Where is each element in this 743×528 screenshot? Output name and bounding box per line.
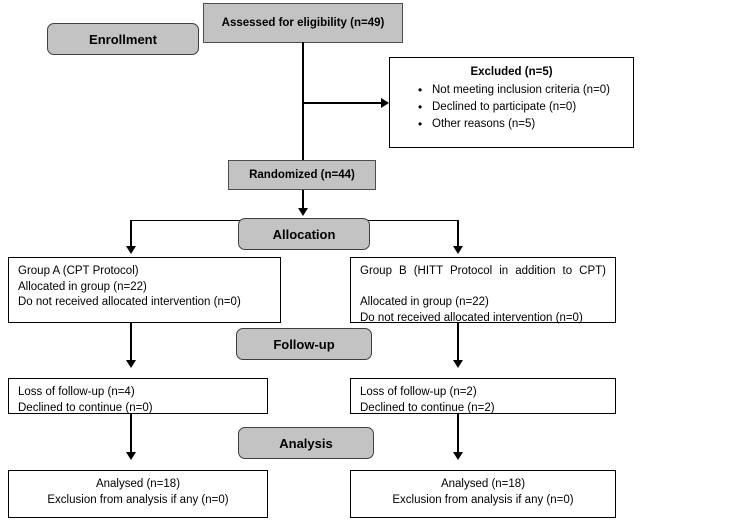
list-item: Declined to participate (n=0): [418, 99, 627, 116]
connector-randomized-down: [302, 190, 304, 212]
stage-enrollment-text: Enrollment: [89, 31, 157, 47]
node-assessed-for-eligibility: Assessed for eligibility (n=49): [203, 3, 403, 43]
group-b-analysis-line1: Analysed (n=18): [440, 478, 526, 490]
node-excluded-header: Excluded (n=5): [470, 66, 553, 78]
group-a-followup-line1: Loss of follow-up (n=4): [18, 386, 135, 398]
node-assessed-label: Assessed for eligibility (n=49): [221, 17, 385, 29]
node-group-b-followup: Loss of follow-up (n=2) Declined to cont…: [350, 378, 616, 414]
arrow-down-group-b-alloc: [453, 246, 463, 254]
group-a-analysis-line2: Exclusion from analysis if any (n=0): [47, 493, 229, 506]
arrow-down-group-b-followup: [453, 360, 463, 368]
group-a-alloc-line2: Allocated in group (n=22): [18, 280, 147, 293]
connector-group-a-alloc-to-followup: [130, 323, 132, 361]
arrow-down-group-a-analysis: [126, 452, 136, 460]
group-b-alloc-line2: Allocated in group (n=22): [360, 296, 489, 308]
allocation-right-drop: [457, 220, 459, 248]
group-b-followup-line1: Loss of follow-up (n=2): [360, 386, 477, 398]
arrow-down-allocation: [298, 208, 308, 216]
connector-assessed-to-randomized: [302, 42, 304, 160]
arrow-down-group-b-analysis: [453, 452, 463, 460]
node-group-a-analysis: Analysed (n=18) Exclusion from analysis …: [8, 470, 268, 518]
connector-to-excluded: [302, 102, 384, 104]
node-group-a-followup: Loss of follow-up (n=4) Declined to cont…: [8, 378, 268, 414]
arrow-down-group-a-alloc: [126, 246, 136, 254]
group-b-followup-line2: Declined to continue (n=2): [360, 401, 495, 414]
allocation-left-drop: [130, 220, 132, 248]
stage-analysis-text: Analysis: [279, 435, 333, 451]
group-a-analysis-line1: Analysed (n=18): [95, 478, 181, 490]
node-group-a-allocation: Group A (CPT Protocol) Allocated in grou…: [8, 257, 281, 323]
group-b-analysis-line2: Exclusion from analysis if any (n=0): [392, 493, 574, 506]
list-item: Not meeting inclusion criteria (n=0): [418, 82, 627, 99]
connector-group-b-alloc-to-followup: [457, 323, 459, 361]
node-randomized-label: Randomized (n=44): [249, 169, 355, 181]
group-b-alloc-line1: Group B (HITT Protocol in addition to CP…: [360, 265, 606, 277]
node-excluded: Excluded (n=5) Not meeting inclusion cri…: [389, 57, 634, 148]
group-a-alloc-line1: Group A (CPT Protocol): [18, 265, 139, 277]
stage-label-analysis: Analysis: [238, 427, 374, 459]
list-item: Other reasons (n=5): [418, 116, 627, 133]
node-group-b-allocation: Group B (HITT Protocol in addition to CP…: [350, 257, 616, 324]
stage-label-allocation: Allocation: [238, 218, 370, 250]
group-a-followup-line2: Declined to continue (n=0): [18, 401, 153, 414]
group-a-alloc-line3: Do not received allocated intervention (…: [18, 296, 241, 308]
arrow-right-excluded: [381, 98, 389, 108]
stage-allocation-text: Allocation: [272, 226, 336, 242]
stage-label-enrollment: Enrollment: [47, 23, 199, 55]
excluded-reason-list: Not meeting inclusion criteria (n=0) Dec…: [396, 82, 627, 133]
stage-label-followup: Follow-up: [236, 328, 372, 360]
node-randomized: Randomized (n=44): [228, 160, 376, 190]
group-b-alloc-line3: Do not received allocated intervention (…: [360, 311, 583, 324]
node-group-b-analysis: Analysed (n=18) Exclusion from analysis …: [350, 470, 616, 518]
connector-group-b-followup-to-analysis: [457, 414, 459, 454]
arrow-down-group-a-followup: [126, 360, 136, 368]
stage-followup-text: Follow-up: [273, 336, 335, 352]
connector-group-a-followup-to-analysis: [130, 414, 132, 454]
